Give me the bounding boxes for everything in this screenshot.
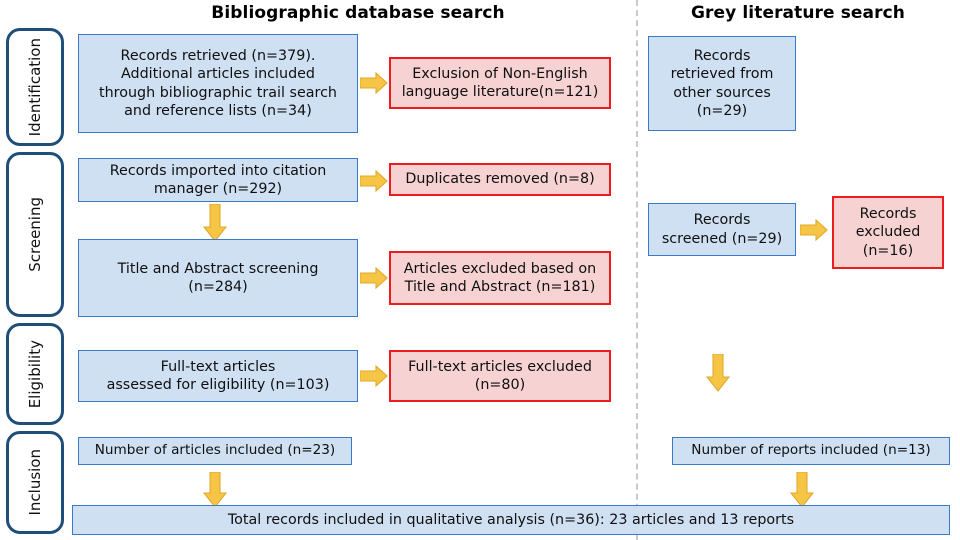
- arrow-right-identification: [360, 72, 388, 94]
- stage-label-identification: Identification: [26, 37, 44, 137]
- column-divider: [636, 0, 638, 540]
- stage-label-screening: Screening: [26, 197, 44, 272]
- node-fulltext-excluded: Full-text articles excluded (n=80): [389, 350, 611, 402]
- node-articles-excluded-title-abstract: Articles excluded based on Title and Abs…: [389, 251, 611, 305]
- arrow-down-inclusion-left: [203, 472, 227, 508]
- arrow-right-duplicates: [360, 170, 388, 192]
- node-exclusion-non-english: Exclusion of Non-English language litera…: [389, 57, 611, 109]
- stage-eligibility: Eligibility: [6, 323, 64, 425]
- stage-inclusion: Inclusion: [6, 431, 64, 534]
- node-grey-screened: Records screened (n=29): [648, 203, 796, 256]
- arrow-down-screening: [203, 204, 227, 242]
- arrow-right-fulltext-excluded: [360, 365, 388, 387]
- stage-identification: Identification: [6, 28, 64, 146]
- node-fulltext-assessed: Full-text articles assessed for eligibil…: [78, 350, 358, 402]
- node-title-abstract-screening: Title and Abstract screening (n=284): [78, 239, 358, 317]
- node-articles-included: Number of articles included (n=23): [78, 437, 352, 465]
- node-records-retrieved: Records retrieved (n=379). Additional ar…: [78, 34, 358, 133]
- arrow-right-grey-excluded: [800, 219, 828, 241]
- arrow-down-inclusion-right: [790, 472, 814, 508]
- arrow-down-grey-eligibility: [706, 354, 730, 392]
- stage-label-eligibility: Eligibility: [26, 339, 44, 409]
- arrow-right-title-abstract: [360, 267, 388, 289]
- node-records-imported: Records imported into citation manager (…: [78, 158, 358, 202]
- node-total-included: Total records included in qualitative an…: [72, 505, 950, 535]
- node-grey-retrieved: Records retrieved from other sources (n=…: [648, 36, 796, 131]
- stage-screening: Screening: [6, 152, 64, 317]
- node-grey-excluded: Records excluded (n=16): [832, 196, 944, 269]
- node-duplicates-removed: Duplicates removed (n=8): [389, 163, 611, 196]
- column-title-bibliographic: Bibliographic database search: [211, 3, 505, 23]
- column-title-grey: Grey literature search: [691, 3, 905, 23]
- stage-label-inclusion: Inclusion: [26, 449, 44, 516]
- node-reports-included: Number of reports included (n=13): [672, 437, 950, 465]
